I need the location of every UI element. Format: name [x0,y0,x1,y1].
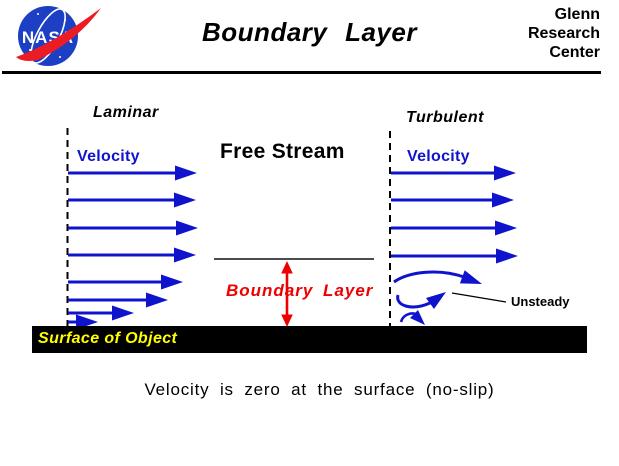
velocity-label-turbulent: Velocity [407,148,470,165]
caption-text: Velocity is zero at the surface (no-slip… [144,380,495,399]
unsteady-label: Unsteady [511,294,570,309]
page-title: Boundary Layer [202,17,417,47]
laminar-label: Laminar [93,104,159,121]
header-divider [2,71,601,74]
org-name-line3: Center [549,44,600,61]
free-stream-label: Free Stream [220,140,345,163]
turbulent-velocity-arrows [391,165,518,264]
nasa-logo-swoosh [16,8,101,61]
surface-bar: Surface of Object [32,326,587,353]
nasa-logo: NASA [16,6,101,66]
boundary-layer-thickness-arrow [281,261,293,327]
org-name: Glenn Research Center [528,5,600,62]
unsteady-eddy-arrows [393,270,482,325]
unsteady-leader-line [451,292,507,303]
velocity-label-laminar: Velocity [77,148,140,165]
surface-label: Surface of Object [38,330,178,347]
laminar-velocity-arrows [68,165,198,330]
boundary-layer-label: Boundary Layer [226,281,374,300]
turbulent-label: Turbulent [406,109,484,126]
org-name-line2: Research [527,25,600,42]
org-name-line1: Glenn [554,6,600,23]
